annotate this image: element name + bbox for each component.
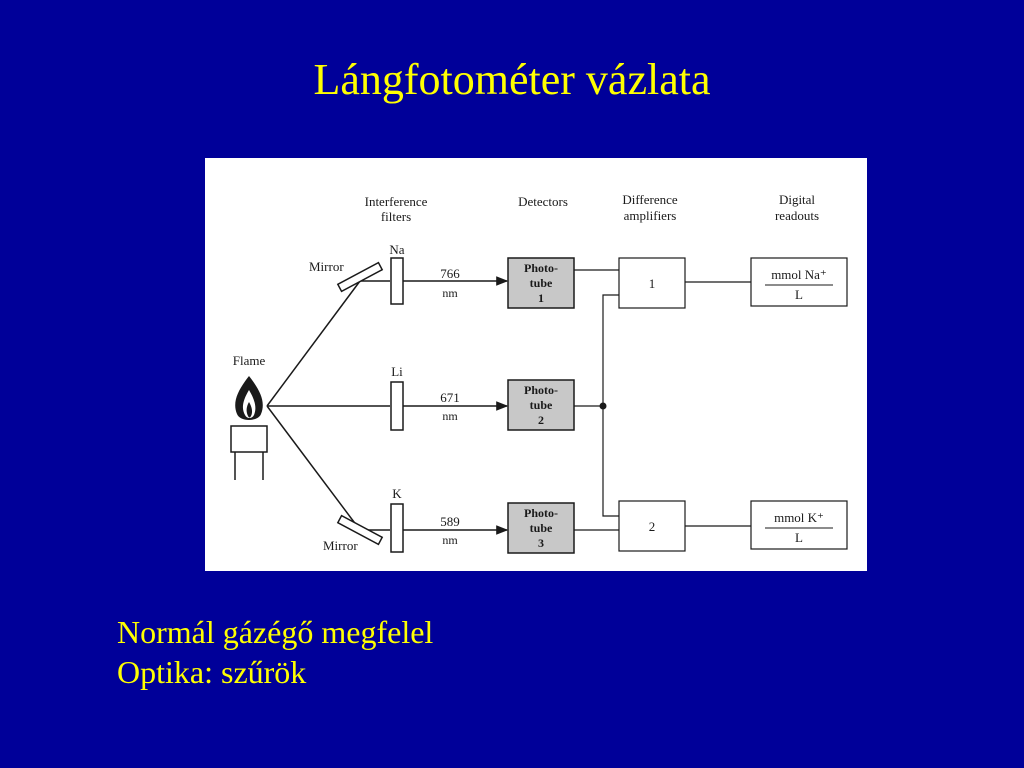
header-readouts-line2: readouts bbox=[775, 208, 819, 223]
header-detectors: Detectors bbox=[518, 194, 568, 209]
bullet-list: Normál gázégő megfelel Optika: szűrök bbox=[117, 612, 433, 692]
header-filters-line2: filters bbox=[381, 209, 411, 224]
wavelength-k: 589 bbox=[440, 514, 460, 529]
header-amplifiers-line2: amplifiers bbox=[624, 208, 677, 223]
wavelength-unit-k: nm bbox=[442, 533, 458, 547]
filter-li bbox=[390, 381, 404, 431]
flame-icon bbox=[235, 376, 263, 420]
header-readouts-line1: Digital bbox=[779, 192, 815, 207]
phototube-3-line1: Photo- bbox=[524, 506, 558, 520]
amplifier-2: 2 bbox=[618, 500, 686, 552]
amplifier-1: 1 bbox=[618, 257, 686, 309]
filter-element-li: Li bbox=[391, 364, 403, 379]
phototube-1-line3: 1 bbox=[538, 291, 544, 305]
bullet-item-2: Optika: szűrök bbox=[117, 654, 307, 690]
readout-k-numerator: mmol K⁺ bbox=[774, 510, 824, 525]
amplifier-2-label: 2 bbox=[649, 519, 656, 534]
readout-na: mmol Na⁺ L bbox=[750, 257, 848, 307]
header-filters-line1: Interference bbox=[365, 194, 428, 209]
amplifier-1-label: 1 bbox=[649, 276, 656, 291]
junction-dot bbox=[599, 402, 607, 410]
phototube-1-line2: tube bbox=[530, 276, 553, 290]
phototube-3-line2: tube bbox=[530, 521, 553, 535]
slide-title: Lángfotométer vázlata bbox=[313, 55, 711, 104]
beam-to-mirror-bottom bbox=[266, 405, 361, 531]
beam-to-mirror-top bbox=[266, 280, 361, 407]
phototube-1-line1: Photo- bbox=[524, 261, 558, 275]
readout-k: mmol K⁺ L bbox=[750, 500, 848, 550]
header-amplifiers-line1: Difference bbox=[622, 192, 678, 207]
burner-icon bbox=[230, 425, 268, 480]
photometer-diagram: Interference filters Detectors Differenc… bbox=[205, 158, 867, 571]
filter-na bbox=[390, 257, 404, 305]
mirror-top bbox=[336, 261, 384, 293]
mirror-bottom bbox=[336, 514, 384, 546]
filter-element-k: K bbox=[392, 486, 402, 501]
wavelength-unit-na: nm bbox=[442, 286, 458, 300]
readout-k-denominator: L bbox=[795, 530, 803, 545]
phototube-2: Photo- tube 2 bbox=[507, 379, 575, 431]
wavelength-unit-li: nm bbox=[442, 409, 458, 423]
readout-na-denominator: L bbox=[795, 287, 803, 302]
mirror-top-label: Mirror bbox=[309, 259, 344, 274]
phototube-3-line3: 3 bbox=[538, 536, 544, 550]
wavelength-li: 671 bbox=[440, 390, 460, 405]
phototube-2-line3: 2 bbox=[538, 413, 544, 427]
flame-label: Flame bbox=[233, 353, 266, 368]
phototube-1: Photo- tube 1 bbox=[507, 257, 575, 309]
filter-k bbox=[390, 503, 404, 553]
bullet-item-1: Normál gázégő megfelel bbox=[117, 614, 434, 650]
wavelength-na: 766 bbox=[440, 266, 460, 281]
phototube-2-line2: tube bbox=[530, 398, 553, 412]
filter-element-na: Na bbox=[389, 242, 404, 257]
phototube-2-line1: Photo- bbox=[524, 383, 558, 397]
mirror-bottom-label: Mirror bbox=[323, 538, 358, 553]
phototube-3: Photo- tube 3 bbox=[507, 502, 575, 554]
diagram-svg: Interference filters Detectors Differenc… bbox=[230, 192, 848, 554]
readout-na-numerator: mmol Na⁺ bbox=[771, 267, 827, 282]
